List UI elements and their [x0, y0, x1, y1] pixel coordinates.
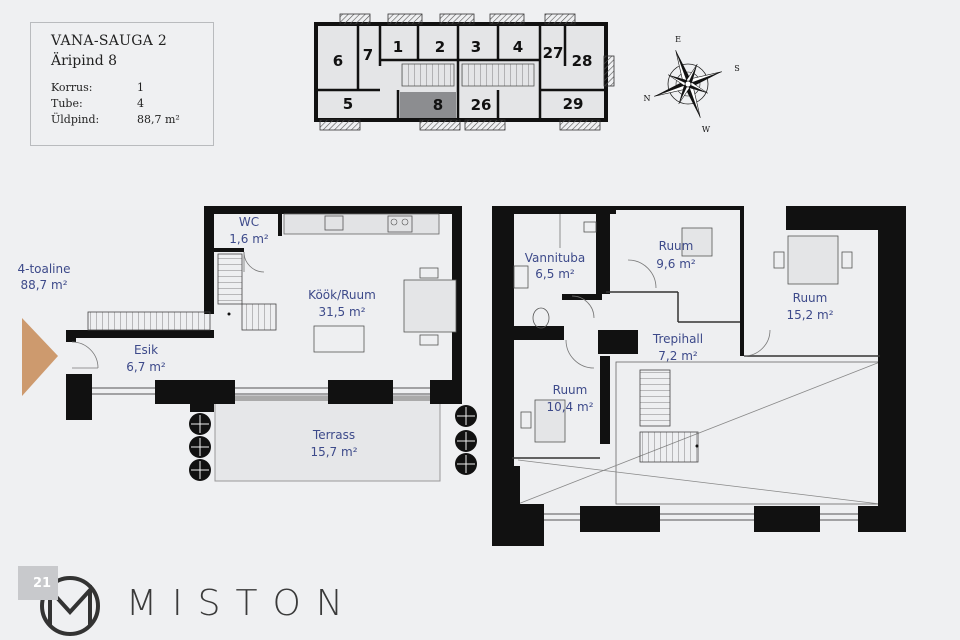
unit-total-area: 88,7 m²	[20, 278, 67, 292]
unit-6-label: 6	[333, 52, 343, 70]
room-bathroom-area: 6,5 m²	[535, 267, 575, 281]
unit-8-label: 8	[433, 96, 443, 114]
compass-west-label: W	[702, 125, 711, 134]
total-area-label: Üldpind:	[51, 113, 100, 126]
rooms-value: 4	[137, 97, 144, 110]
unit-4-label: 4	[513, 38, 523, 56]
unit-29-label: 29	[563, 95, 584, 113]
total-area-value: 88,7 m²	[137, 113, 180, 126]
info-box: VANA-SAUGA 2 Äripind 8 Korrus: 1 Tube: 4…	[30, 22, 214, 146]
compass-east-label: E	[675, 35, 681, 44]
floor-plan-left	[22, 206, 477, 482]
unit-7-label: 7	[363, 46, 373, 64]
room-terrace-area: 15,7 m²	[310, 445, 357, 459]
unit-1-label: 1	[393, 38, 403, 56]
room-ruum-3-area: 10,4 m²	[546, 400, 593, 414]
unit-name: Äripind 8	[51, 53, 118, 69]
miston-logo-icon	[40, 576, 100, 636]
rooms-label: Tube:	[51, 97, 83, 110]
page-number-badge: 21	[18, 566, 58, 600]
unit-26-label: 26	[471, 96, 492, 114]
project-name: VANA-SAUGA 2	[51, 33, 168, 49]
unit-2-label: 2	[435, 38, 445, 56]
unit-27-label: 27	[543, 44, 564, 62]
room-bathroom-name: Vannituba	[525, 251, 585, 265]
room-ruum-1-area: 9,6 m²	[656, 257, 696, 271]
page-number: 21	[33, 576, 52, 591]
compass-south-label: S	[734, 64, 739, 73]
room-kitchen-area: 31,5 m²	[318, 305, 365, 319]
floor-label: Korrus:	[51, 81, 93, 94]
room-stairhall-name: Trepihall	[652, 332, 703, 346]
entrance-arrow-icon	[22, 318, 58, 396]
room-hall-area: 6,7 m²	[126, 360, 166, 374]
key-plan: 6 7 1 2 3 4 27 28 5 8 26 29	[314, 13, 615, 131]
room-ruum-2-name: Ruum	[793, 291, 828, 305]
room-hall-name: Esik	[134, 343, 158, 357]
room-wc-area: 1,6 m²	[229, 232, 269, 246]
room-kitchen-name: Köök/Ruum	[308, 288, 376, 302]
room-stairhall-area: 7,2 m²	[658, 349, 698, 363]
unit-28-label: 28	[572, 52, 593, 70]
room-ruum-2-area: 15,2 m²	[786, 308, 833, 322]
unit-type-label: 4-toaline	[17, 262, 70, 276]
room-ruum-3-name: Ruum	[553, 383, 588, 397]
floor-plan-right	[492, 206, 906, 546]
room-terrace-name: Terrass	[312, 428, 355, 442]
room-ruum-1-name: Ruum	[659, 239, 694, 253]
compass-north-label: N	[644, 94, 651, 103]
room-wc-name: WC	[239, 215, 259, 229]
brand-name: MISTON	[126, 583, 358, 624]
floor-value: 1	[137, 81, 144, 94]
unit-3-label: 3	[471, 38, 481, 56]
compass-rose: E S N W	[644, 35, 740, 134]
unit-5-label: 5	[343, 95, 353, 113]
